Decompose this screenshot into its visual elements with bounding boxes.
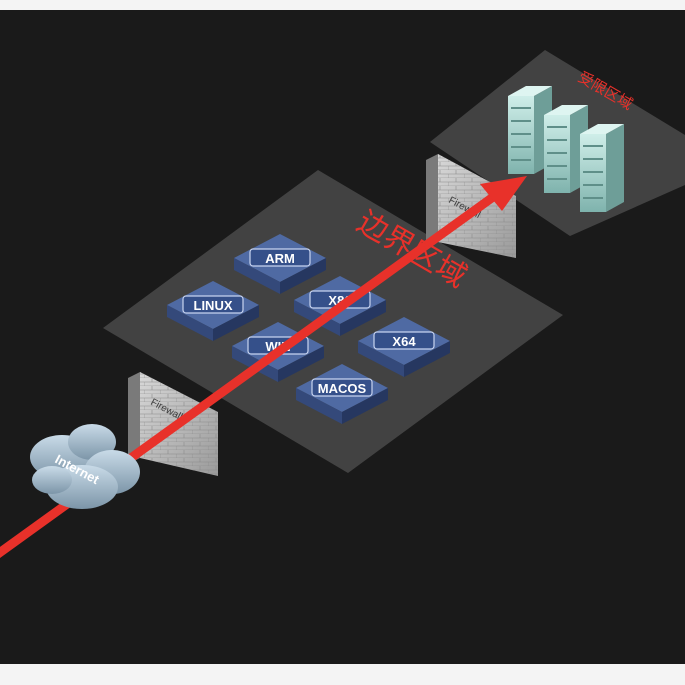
server-x64: X64 [358,317,450,377]
internet-cloud: Internet [30,424,140,509]
server-label: LINUX [194,298,233,313]
network-diagram: Firewall Firewall ARMLINUXX86WINX64MACOS… [0,10,685,664]
server-label: MACOS [318,381,367,396]
restricted-server-tower [580,124,624,212]
server-macos: MACOS [296,364,388,424]
server-label: X64 [392,334,416,349]
server-label: ARM [265,251,295,266]
server-linux: LINUX [167,281,259,341]
server-arm: ARM [234,234,326,294]
